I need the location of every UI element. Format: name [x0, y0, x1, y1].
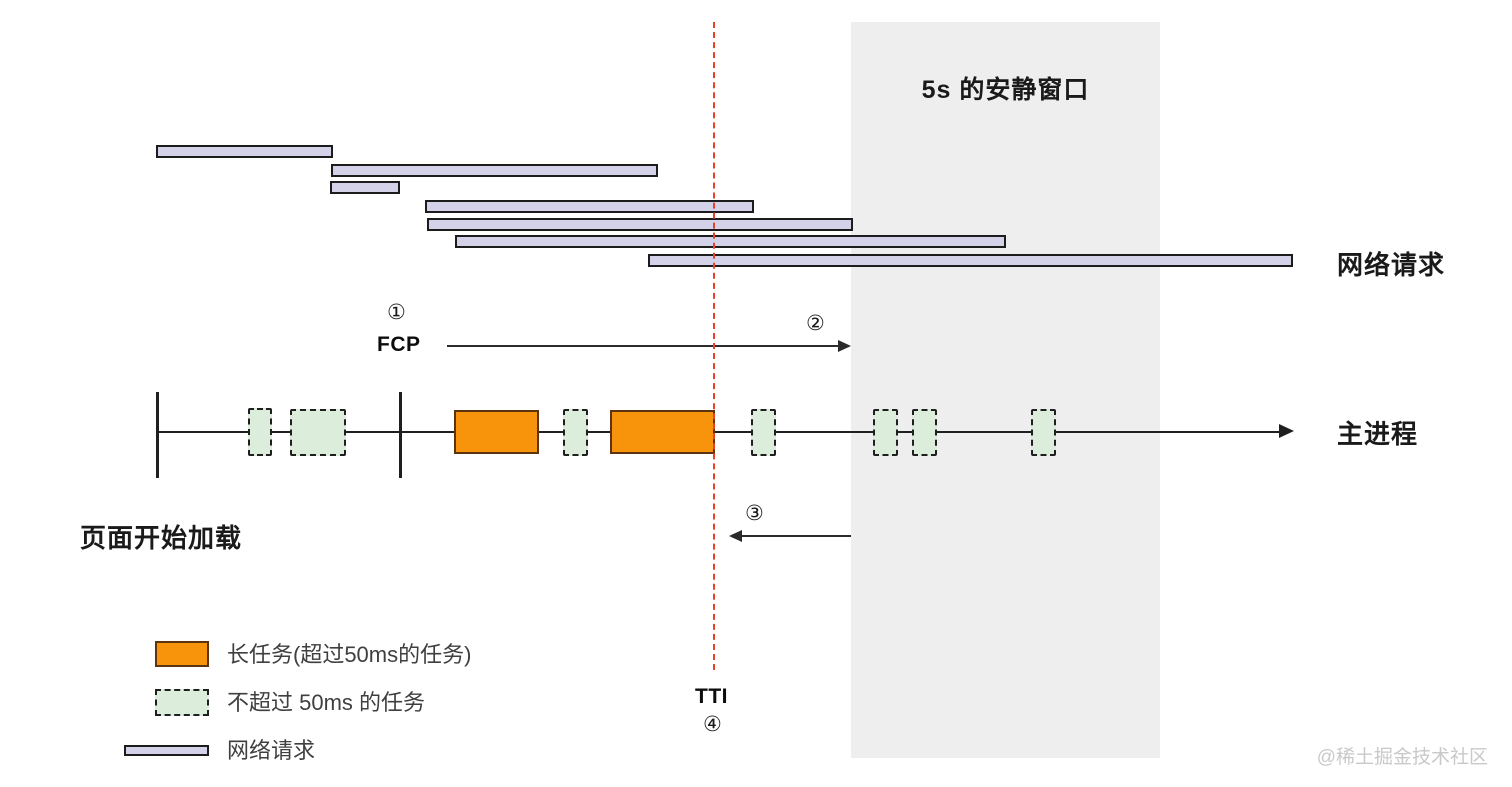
- network-bar-7: [648, 254, 1293, 267]
- marker-one: ①: [387, 300, 406, 324]
- fcp-to-end-arrow-head: [838, 340, 851, 352]
- short-task-1: [248, 408, 272, 456]
- short-task-4: [751, 409, 776, 456]
- short-task-7: [1031, 409, 1056, 456]
- main-thread-axis: [156, 431, 1286, 433]
- main-thread-axis-arrow: [1279, 424, 1294, 438]
- quiet-window-arrow-line: [742, 535, 851, 537]
- short-task-3: [563, 409, 588, 456]
- marker-three: ③: [745, 501, 764, 525]
- main-thread-tick-fcp: [399, 392, 402, 478]
- fcp-label: FCP: [377, 333, 421, 356]
- marker-four: ④: [703, 712, 722, 736]
- quiet-window-band: [851, 22, 1160, 758]
- tti-label: TTI: [695, 685, 728, 708]
- main-thread-tick-start: [156, 392, 159, 478]
- network-bar-5: [427, 218, 853, 231]
- short-task-2: [290, 409, 346, 456]
- legend-short-task-label: 不超过 50ms 的任务: [227, 690, 426, 715]
- short-task-5: [873, 409, 898, 456]
- marker-two: ②: [806, 311, 825, 335]
- fcp-to-end-arrow-line: [447, 345, 839, 347]
- network-bar-1: [156, 145, 333, 158]
- tti-marker-line: [713, 22, 715, 670]
- mainthread-axis-label: 主进程: [1337, 419, 1419, 449]
- page-start-label: 页面开始加载: [80, 523, 243, 553]
- long-task-1: [454, 410, 539, 454]
- network-bar-6: [455, 235, 1006, 248]
- legend-network-label: 网络请求: [227, 738, 316, 763]
- legend-swatch-short-task-icon: [155, 689, 209, 716]
- network-bar-3: [330, 181, 400, 194]
- legend-swatch-network-icon: [124, 745, 209, 756]
- long-task-2: [610, 410, 715, 454]
- network-bar-2: [331, 164, 658, 177]
- network-bar-4: [425, 200, 754, 213]
- legend-swatch-long-task-icon: [155, 641, 209, 667]
- legend-long-task-label: 长任务(超过50ms的任务): [227, 642, 472, 667]
- quiet-window-label: 5s 的安静窗口: [921, 76, 1090, 104]
- network-axis-label: 网络请求: [1337, 250, 1446, 280]
- short-task-6: [912, 409, 937, 456]
- watermark: @稀土掘金技术社区: [1316, 747, 1488, 768]
- quiet-window-arrow-head: [729, 530, 742, 542]
